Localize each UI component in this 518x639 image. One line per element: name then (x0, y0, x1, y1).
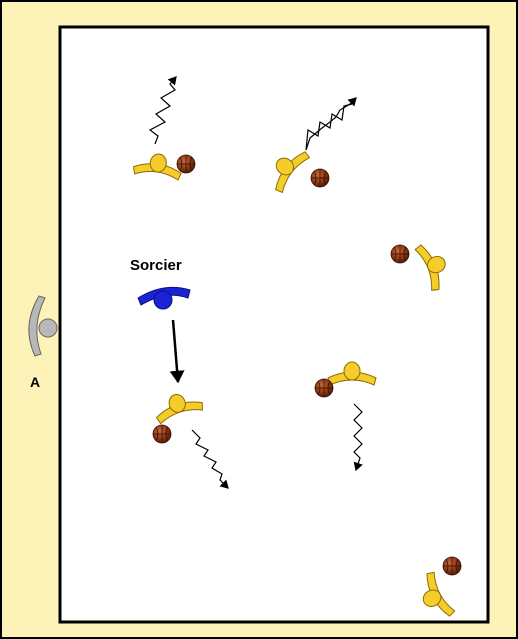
sorcier-label: Sorcier (130, 257, 182, 274)
player-4 (151, 386, 229, 489)
ball-6-icon (442, 556, 462, 576)
dribble-arrow-1-icon (148, 76, 177, 145)
player-5 (314, 361, 377, 472)
player-a-icon (28, 295, 58, 357)
ball-2-icon (310, 168, 330, 188)
ball-3-icon (390, 244, 410, 264)
sorcier-player-icon (137, 286, 191, 310)
ball-4-icon (152, 424, 172, 444)
dribble-zigzag-2 (305, 103, 353, 151)
ball-1-icon (176, 154, 196, 174)
dribble-arrow-2-icon (305, 97, 357, 151)
player-a-label: A (30, 374, 40, 390)
sorcier-run-arrow-icon (169, 319, 185, 384)
ball-5-icon (314, 378, 334, 398)
player-1 (132, 76, 196, 181)
player-2 (262, 97, 357, 195)
dribble-arrow-5-icon (353, 403, 363, 472)
dribble-arrow-4-icon (191, 429, 229, 489)
court (58, 25, 490, 624)
